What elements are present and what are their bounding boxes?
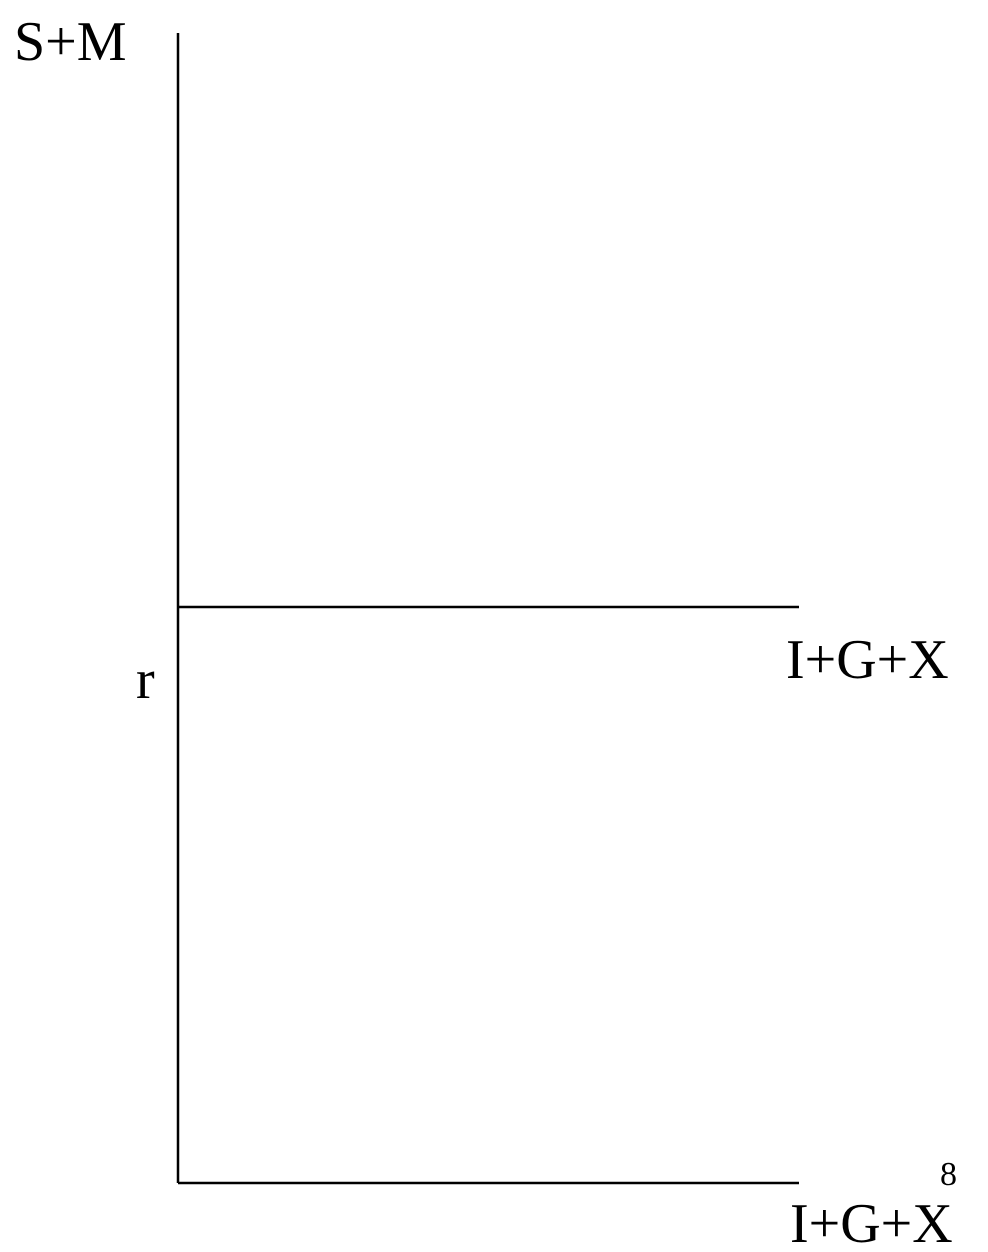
- y-axis-label: S+M: [14, 11, 127, 73]
- upper-line-label: I+G+X: [786, 629, 949, 691]
- rate-label: r: [136, 649, 155, 711]
- lower-line-label: I+G+X: [790, 1193, 953, 1252]
- page-number: 8: [940, 1156, 957, 1193]
